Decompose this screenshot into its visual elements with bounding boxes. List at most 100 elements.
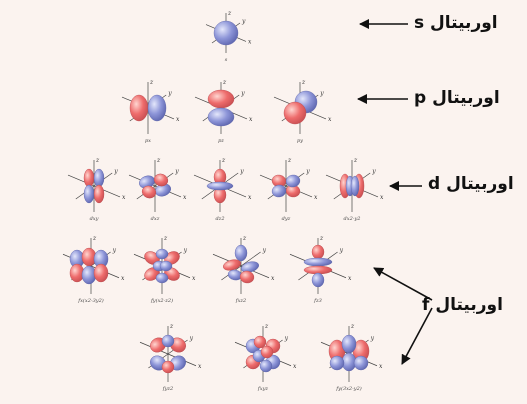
orbital-caption: fx(x2-3y2): [77, 297, 103, 304]
z-axis-label: z: [95, 157, 100, 164]
label-p-orbital: اوربیتال p: [414, 88, 500, 108]
z-axis-label: z: [242, 235, 247, 242]
y-axis-label: y: [305, 168, 310, 175]
orbital-caption: dxy: [90, 216, 99, 222]
z-axis-label: z: [156, 157, 161, 164]
z-axis-label: z: [92, 235, 97, 242]
orbital-caption: dz2: [215, 216, 224, 222]
positive-lobe: [253, 335, 267, 349]
negative-lobe: [206, 181, 234, 191]
y-axis-label: y: [239, 168, 244, 175]
y-axis-label: y: [183, 247, 188, 254]
orbital-caption: pz: [218, 138, 224, 144]
negative-lobe: [93, 168, 105, 188]
positive-lobe: [153, 173, 169, 187]
x-axis-label: x: [380, 194, 384, 201]
y-axis: [136, 172, 174, 200]
y-axis-label: y: [319, 90, 324, 97]
y-axis: [75, 172, 113, 200]
z-axis-label: z: [264, 323, 269, 330]
negative-lobe: [213, 20, 239, 46]
y-axis-label: y: [339, 247, 344, 254]
orbital-caption: dyz: [282, 216, 291, 222]
y-axis-label: y: [174, 168, 179, 175]
label-f-orbital: اوربیتال f: [422, 295, 503, 315]
orbital-caption: fz3: [313, 298, 322, 304]
label-d-orbital: اوربیتال d: [428, 174, 514, 194]
x-axis-label: x: [192, 275, 196, 282]
orbital-caption: py: [297, 138, 303, 144]
y-axis-label: y: [371, 168, 376, 175]
positive-lobe: [141, 185, 157, 199]
orbital-dxy: z x y dxy: [67, 157, 126, 222]
negative-lobe: [271, 184, 287, 198]
label-s-orbital: اوربیتال s: [414, 13, 498, 33]
x-axis-label: x: [314, 194, 318, 201]
z-axis-label: z: [353, 157, 358, 164]
y-axis-label: y: [112, 247, 117, 254]
negative-lobe: [259, 359, 273, 373]
orbital-caption: fyz2: [162, 386, 174, 392]
negative-lobe: [147, 94, 167, 122]
negative-lobe: [159, 260, 173, 272]
orbital-s: z x y s: [205, 10, 252, 63]
x-axis-label: x: [379, 363, 383, 370]
x-axis-label: x: [348, 275, 352, 282]
orbital-caption: fy(3x2-y2): [335, 385, 362, 392]
z-axis-label: z: [163, 235, 168, 242]
negative-lobe: [207, 107, 235, 127]
orbital-fz3: z x y fz3: [289, 235, 352, 304]
x-axis-label: x: [271, 275, 275, 282]
negative-lobe: [81, 265, 97, 285]
x-axis-label: x: [328, 116, 332, 123]
z-axis-label: z: [227, 10, 232, 17]
z-axis-label: z: [221, 157, 226, 164]
y-axis-label: y: [370, 335, 375, 342]
y-axis-label: y: [241, 18, 246, 25]
positive-lobe: [260, 345, 274, 359]
orbital-caption: s: [225, 57, 228, 63]
negative-lobe: [350, 175, 360, 197]
orbital-caption: px: [145, 138, 151, 144]
orbital-caption: fxz2: [235, 298, 247, 304]
z-axis-label: z: [149, 79, 154, 86]
y-axis-label: y: [113, 168, 118, 175]
x-axis-label: x: [122, 194, 126, 201]
x-axis-label: x: [176, 116, 180, 123]
positive-lobe: [161, 360, 175, 374]
negative-lobe: [329, 355, 345, 371]
x-axis-label: x: [249, 116, 253, 123]
positive-lobe: [207, 89, 235, 109]
positive-lobe: [93, 184, 105, 204]
negative-lobe: [241, 261, 259, 273]
orbital-caption: dxz: [151, 216, 160, 222]
positive-lobe: [69, 263, 85, 283]
x-axis-label: x: [183, 194, 187, 201]
positive-lobe: [83, 168, 95, 188]
negative-lobe: [83, 184, 95, 204]
z-axis-label: z: [222, 79, 227, 86]
x-axis-label: x: [198, 363, 202, 370]
negative-lobe: [155, 248, 169, 260]
negative-lobe: [285, 174, 301, 188]
negative-lobe: [161, 334, 175, 348]
negative-lobe: [353, 355, 369, 371]
x-axis-label: x: [248, 38, 252, 45]
negative-lobe: [155, 272, 169, 284]
negative-lobe: [341, 334, 357, 354]
orbital-caption: fxyz: [257, 386, 268, 392]
negative-lobe: [303, 257, 333, 267]
y-axis-label: y: [167, 90, 172, 97]
z-axis-label: z: [319, 235, 324, 242]
z-axis-label: z: [350, 323, 355, 330]
